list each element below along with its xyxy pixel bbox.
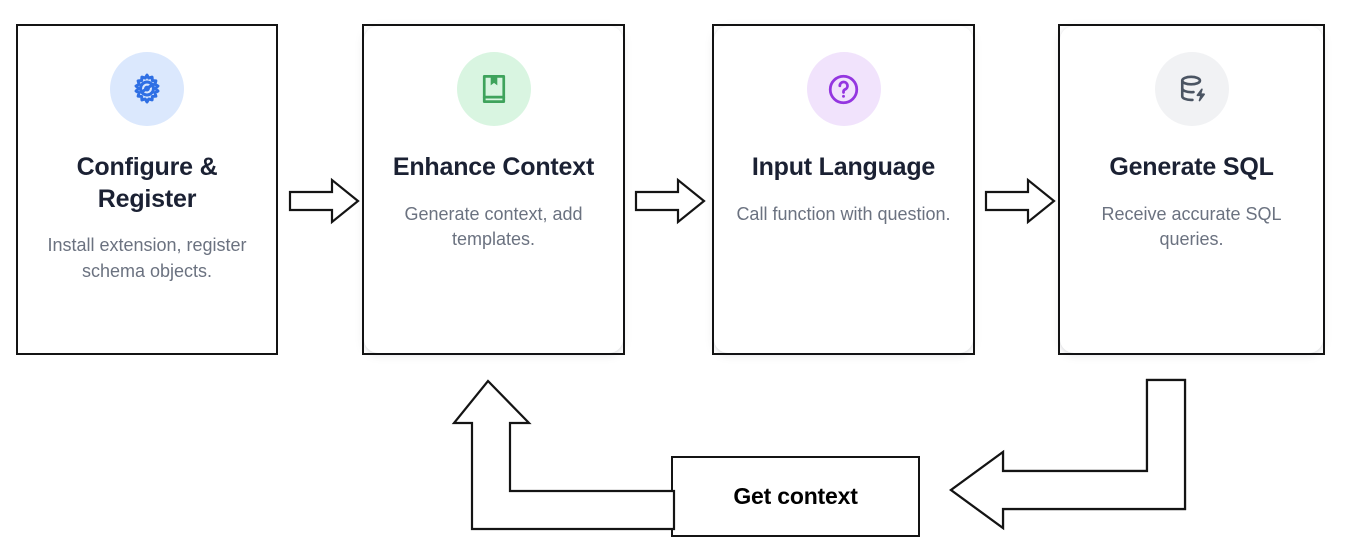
arrow-step2-to-step3 [634, 177, 706, 225]
gear-icon [110, 52, 184, 126]
step-card-input-language[interactable]: Input Language Call function with questi… [712, 24, 975, 355]
get-context-box[interactable]: Get context [671, 456, 920, 537]
step-card-generate-sql[interactable]: Generate SQL Receive accurate SQL querie… [1058, 24, 1325, 355]
step-description: Receive accurate SQL queries. [1101, 203, 1282, 250]
arrow-get-context-to-enhance-context [451, 379, 676, 531]
arrow-step1-to-step2 [288, 177, 360, 225]
book-bookmark-icon [456, 52, 531, 126]
step-description: Install extension, register schema objec… [47, 235, 247, 281]
question-circle-icon [806, 52, 881, 126]
step-title: Input Language [751, 153, 936, 181]
step-card-configure-register[interactable]: Configure & Register Install extension, … [16, 24, 278, 355]
step-card-inner: Enhance Context Generate context, add te… [364, 26, 623, 353]
step-description: Generate context, add templates. [404, 203, 583, 250]
step-title: Configure & Register [76, 153, 218, 213]
arrow-generate-sql-to-get-context [949, 378, 1187, 531]
step-card-inner: Generate SQL Receive accurate SQL querie… [1060, 26, 1323, 353]
get-context-label: Get context [733, 483, 858, 509]
database-bolt-icon [1154, 52, 1229, 126]
step-card-inner: Input Language Call function with questi… [714, 26, 973, 353]
arrow-step3-to-step4 [984, 177, 1056, 225]
step-title: Enhance Context [392, 153, 595, 181]
step-card-inner: Configure & Register Install extension, … [18, 26, 276, 353]
step-description: Call function with question. [736, 203, 951, 224]
step-card-enhance-context[interactable]: Enhance Context Generate context, add te… [362, 24, 625, 355]
step-title: Generate SQL [1109, 153, 1274, 181]
